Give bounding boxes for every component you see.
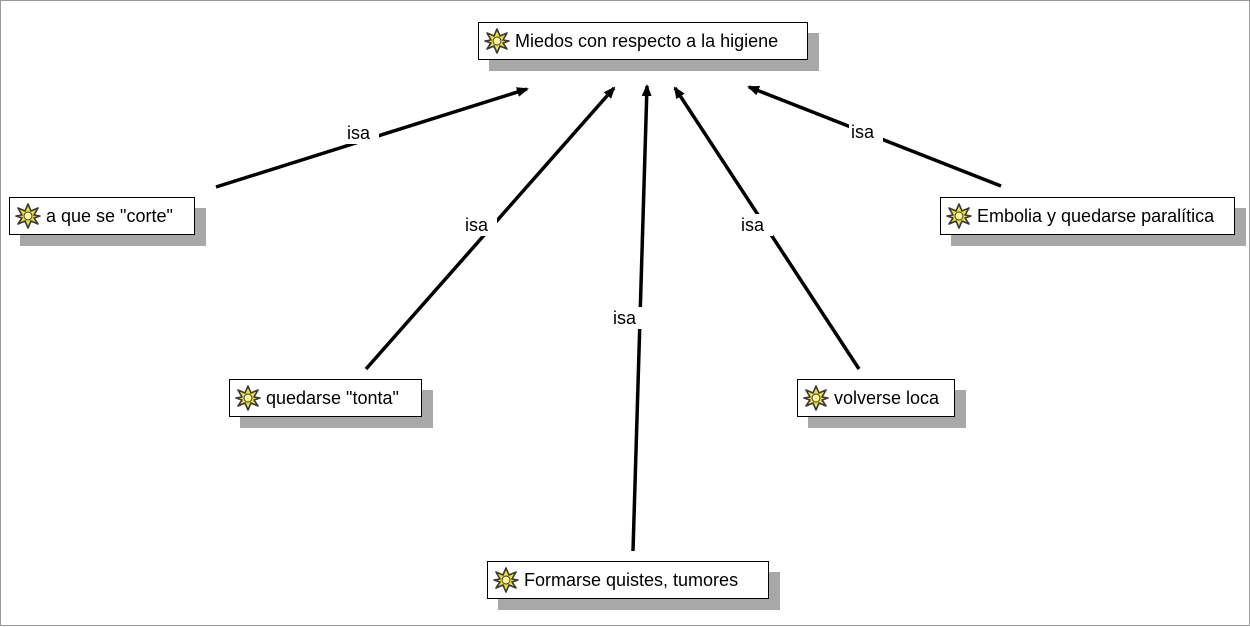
- node-quistes[interactable]: Formarse quistes, tumores: [487, 561, 769, 599]
- node-corte[interactable]: a que se "corte": [9, 197, 195, 235]
- concept-icon: [15, 203, 41, 229]
- node-tonta[interactable]: quedarse "tonta": [229, 379, 422, 417]
- edge-label-quistes: isa: [613, 308, 637, 328]
- edge-label-loca: isa: [741, 215, 765, 235]
- edge-label-corte: isa: [347, 123, 371, 143]
- concept-icon: [493, 567, 519, 593]
- concept-icon: [946, 203, 972, 229]
- node-root[interactable]: Miedos con respecto a la higiene: [478, 22, 808, 60]
- concept-icon: [484, 28, 510, 54]
- node-label-quistes: Formarse quistes, tumores: [524, 569, 739, 590]
- node-embolia[interactable]: Embolia y quedarse paralítica: [940, 197, 1235, 235]
- concept-icon: [803, 385, 829, 411]
- node-label-embolia: Embolia y quedarse paralítica: [977, 205, 1215, 226]
- node-label-corte: a que se "corte": [46, 205, 173, 226]
- concept-icon: [235, 385, 261, 411]
- node-label-tonta: quedarse "tonta": [266, 387, 399, 408]
- node-label-root: Miedos con respecto a la higiene: [515, 30, 779, 51]
- node-label-loca: volverse loca: [834, 387, 940, 408]
- node-loca[interactable]: volverse loca: [797, 379, 955, 417]
- edge-label-tonta: isa: [465, 215, 489, 235]
- edge-label-embolia: isa: [851, 122, 875, 142]
